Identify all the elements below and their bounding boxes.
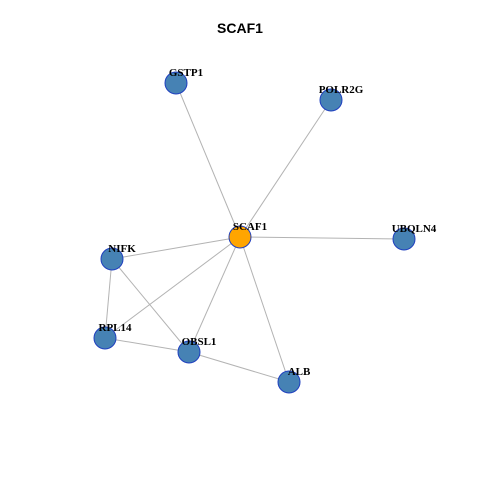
edge-scaf1-alb	[239, 236, 290, 383]
node-label-scaf1: SCAF1	[233, 221, 267, 233]
nodes-layer	[93, 71, 416, 394]
node-alb	[277, 370, 301, 394]
node-nifk	[100, 247, 124, 271]
graph-title: SCAF1	[217, 20, 263, 36]
node-label-nifk: NIFK	[108, 243, 136, 255]
edge-nifk-rpl14	[104, 258, 113, 339]
edge-scaf1-gstp1	[175, 82, 241, 238]
edge-scaf1-nifk	[111, 236, 241, 260]
edge-obsl1-alb	[188, 351, 290, 383]
node-label-ubqln4: UBQLN4	[392, 223, 437, 235]
edge-scaf1-ubqln4	[239, 236, 405, 240]
node-polr2g	[319, 88, 343, 112]
node-gstp1	[164, 71, 188, 95]
node-obsl1	[177, 340, 201, 364]
node-rpl14	[93, 326, 117, 350]
edge-scaf1-rpl14	[104, 236, 241, 339]
edge-scaf1-polr2g	[239, 99, 332, 238]
edge-rpl14-obsl1	[104, 337, 190, 353]
node-label-obsl1: OBSL1	[182, 336, 217, 348]
edges-layer	[104, 82, 405, 383]
node-label-polr2g: POLR2G	[319, 84, 364, 96]
edge-scaf1-obsl1	[188, 236, 241, 353]
edge-nifk-obsl1	[111, 258, 190, 353]
node-ubqln4	[392, 227, 416, 251]
node-label-alb: ALB	[288, 366, 311, 378]
node-label-gstp1: GSTP1	[169, 67, 203, 79]
node-label-rpl14: RPL14	[99, 322, 133, 334]
node-scaf1	[228, 225, 252, 249]
